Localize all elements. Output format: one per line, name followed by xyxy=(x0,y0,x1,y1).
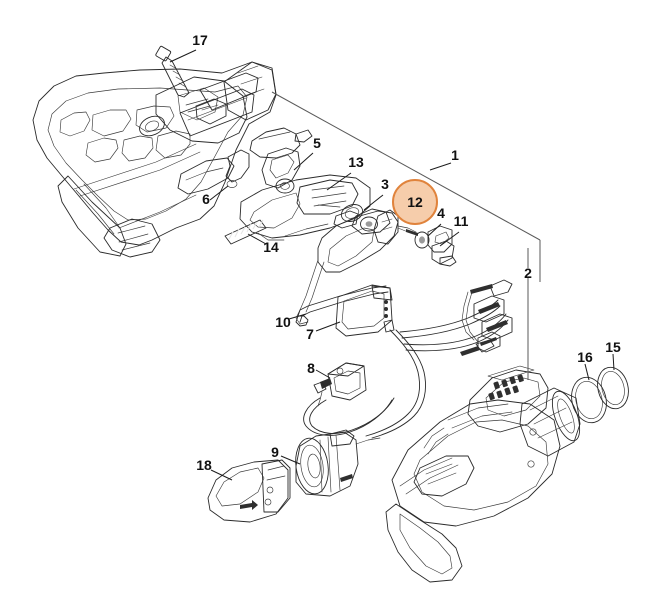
callout-1: 1 xyxy=(451,147,459,163)
part-filter-cover xyxy=(207,459,291,523)
callout-10: 10 xyxy=(275,314,291,330)
group-bracket-1 xyxy=(271,91,541,282)
callout-15: 15 xyxy=(605,339,621,355)
callout-4: 4 xyxy=(437,205,445,221)
part-control-unit-module xyxy=(335,284,395,337)
callout-3: 3 xyxy=(381,176,389,192)
part-hex-screw xyxy=(155,45,190,98)
part-o-ring-inner xyxy=(571,376,607,424)
callout-labels: 17 5 13 1 6 3 12 4 11 14 2 10 7 16 15 8 … xyxy=(192,32,621,473)
callout-14: 14 xyxy=(263,239,279,255)
part-trigger-interlock xyxy=(177,149,250,195)
callout-11: 11 xyxy=(454,213,469,229)
callout-7: 7 xyxy=(306,326,314,342)
callout-16: 16 xyxy=(577,349,593,365)
callout-2: 2 xyxy=(524,265,532,281)
part-chain-brake-lever xyxy=(249,127,313,194)
callout-6: 6 xyxy=(202,191,210,207)
callout-5: 5 xyxy=(313,135,321,151)
part-handle-housing xyxy=(32,61,277,258)
callout-8: 8 xyxy=(307,360,315,376)
part-motor-housing xyxy=(385,365,581,583)
part-trigger-lever-body xyxy=(295,204,417,325)
highlight-circle-part-12[interactable] xyxy=(392,179,438,225)
part-wiring-harness xyxy=(303,279,513,439)
callout-12: 12 xyxy=(407,194,423,210)
part-o-ring-outer xyxy=(597,366,629,410)
connector-cluster xyxy=(460,279,513,356)
callout-13: 13 xyxy=(348,154,364,170)
part-contact-spring xyxy=(397,227,430,249)
part-throttle-trigger xyxy=(239,174,371,241)
part-air-filter-cartridge xyxy=(295,429,381,497)
leader-lines xyxy=(169,49,615,481)
part-torsion-wire-spring xyxy=(295,285,389,327)
callout-17: 17 xyxy=(192,32,208,48)
part-compression-spring xyxy=(224,219,267,245)
callout-18: 18 xyxy=(196,457,212,473)
part-switch-module xyxy=(313,362,367,407)
callout-9: 9 xyxy=(271,444,279,460)
part-contact-bracket xyxy=(427,225,457,267)
